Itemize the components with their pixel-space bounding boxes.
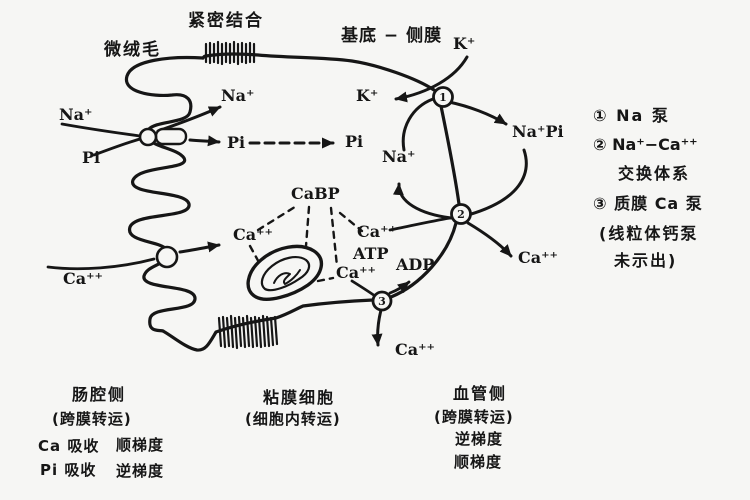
napi-cotransporter	[138, 127, 158, 147]
footer-blood-against-gradient: 逆梯度	[455, 430, 504, 448]
label-ca-inside: Ca⁺⁺	[233, 225, 273, 244]
label-pi-outside: Pi	[82, 148, 101, 167]
label-k-inside: K⁺	[356, 86, 379, 105]
label-na-outside: Na⁺	[59, 105, 93, 124]
label-ca-out-bottom: Ca⁺⁺	[395, 340, 435, 359]
label-napi-out: Na⁺Pi	[512, 122, 564, 141]
na-entry-line	[60, 122, 142, 138]
footer-lumen-pi-row: Pi 吸收	[40, 461, 97, 479]
label-pi-inside: Pi	[227, 133, 246, 152]
label-na-cycle: Na⁺	[382, 147, 416, 166]
ca-exit-blood-arrow	[466, 221, 513, 258]
label-adp: ADP	[396, 255, 435, 274]
ca-entry-line	[46, 257, 156, 271]
pump-2-circle	[450, 203, 472, 225]
pump-2-number: 2	[457, 208, 465, 221]
footer-cell-subtitle: (细胞内转运)	[245, 410, 341, 428]
label-cabp: CaBP	[291, 184, 340, 203]
legend-item-na-pump: ① Na 泵	[593, 106, 670, 125]
footer-lumen-ca-row: Ca 吸收	[38, 437, 100, 455]
brush-border-membrane	[124, 55, 205, 333]
legend-item-na-ca-exchange: ② Na⁺−Ca⁺⁺	[593, 135, 698, 154]
mitochondrion-inner	[260, 256, 311, 292]
pump-3-number: 3	[378, 295, 386, 308]
ca-into-cell-arrow	[178, 241, 221, 254]
bottom-membrane	[161, 298, 375, 352]
footer-lumen-title: 肠腔侧	[72, 385, 127, 404]
legend-item-mito-pump-note: (线粒体钙泵	[599, 224, 699, 243]
tight-junction-hatch	[204, 40, 256, 66]
label-na-inside: Na⁺	[221, 86, 255, 105]
label-ca-to-exchanger: Ca⁺⁺	[357, 222, 397, 241]
label-basolateral-membrane: 基底 − 侧膜	[341, 26, 443, 46]
napi-cotransporter-channel	[154, 127, 188, 146]
label-pi-basal: Pi	[345, 132, 364, 151]
ca-transporter	[155, 245, 179, 269]
label-tight-junction: 紧密结合	[188, 11, 264, 31]
adp-arrow	[388, 280, 411, 295]
label-atp: ATP	[353, 244, 389, 263]
label-ca-outside: Ca⁺⁺	[63, 269, 103, 288]
ca-exit-bottom-arrow	[371, 308, 383, 347]
ca-to-exchanger-line	[388, 216, 452, 232]
basal-hatch	[217, 314, 279, 350]
pump-cycle-left-arrow	[392, 182, 453, 220]
pi-entry-line	[92, 137, 142, 157]
label-ca-to-pump: Ca⁺⁺	[336, 263, 376, 282]
footer-lumen-pi-gradient: 逆梯度	[116, 462, 165, 480]
label-k-outside: K⁺	[453, 34, 476, 53]
footer-cell-title: 粘膜细胞	[263, 388, 336, 407]
mitochondrion-outer	[246, 244, 324, 301]
pump-3-circle	[371, 290, 393, 312]
pump-cycle-left-return	[401, 97, 435, 152]
pump-cycle-right-arrow	[447, 100, 508, 126]
k-entry-arrow	[394, 55, 469, 103]
footer-blood-title: 血管侧	[453, 384, 508, 403]
label-ca-out-blood: Ca⁺⁺	[518, 248, 558, 267]
basolateral-membrane-upper	[439, 104, 461, 206]
footer-lumen-ca-gradient: 顺梯度	[116, 436, 165, 454]
pump-1-circle	[432, 86, 454, 108]
legend-item-not-shown: 未示出)	[614, 251, 678, 270]
pump-cycle-right-return	[466, 148, 528, 217]
legend-item-exchange-system: 交换体系	[618, 164, 691, 183]
pi-into-cell-arrow	[188, 135, 221, 147]
mitochondrion-cristae	[273, 269, 301, 285]
label-microvilli: 微绒毛	[104, 40, 161, 60]
footer-blood-with-gradient: 顺梯度	[454, 453, 503, 471]
ca-to-pump-line	[350, 279, 377, 298]
legend-item-membrane-ca-pump: ③ 质膜 Ca 泵	[593, 194, 703, 213]
footer-lumen-subtitle: (跨膜转运)	[52, 410, 132, 428]
pump-1-number: 1	[439, 91, 447, 104]
footer-blood-subtitle: (跨膜转运)	[434, 408, 514, 426]
